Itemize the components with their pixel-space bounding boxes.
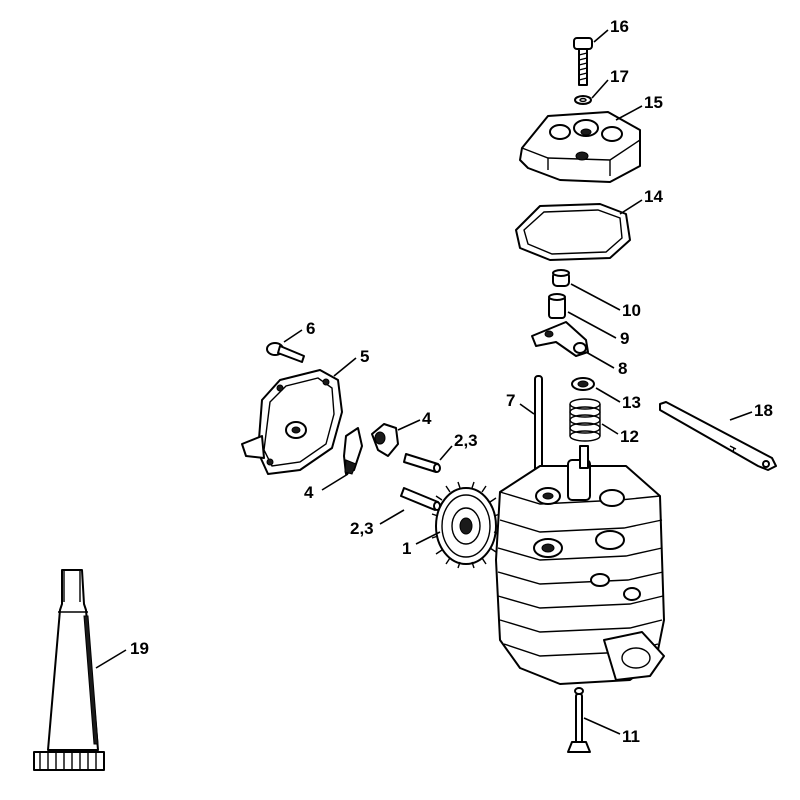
part-10-cap [552,269,570,287]
part-17-washer [574,95,592,105]
callout-18: 18 [754,401,773,420]
cylinder-head-block [495,445,665,685]
leader-1 [415,531,441,545]
callout-15: 15 [644,93,663,112]
leader-5 [333,357,357,377]
part-12-valve-spring [569,398,601,442]
part-9-tappet [548,293,566,319]
part-4-lever-left [343,427,363,475]
leader-12 [601,423,619,435]
callout-16: 16 [610,17,629,36]
leader-19 [95,649,127,669]
callout-17: 17 [610,67,629,86]
leader-15 [615,105,643,121]
part-5-cover-plate [241,369,343,475]
callout-2-3-upper: 2,3 [454,431,478,450]
leader-4a [397,419,421,431]
part-6-screw [266,342,305,363]
callout-2-3-lower: 2,3 [350,519,374,538]
callout-4-upper: 4 [422,409,432,428]
part-4-lever-right [371,423,399,457]
callout-8: 8 [618,359,627,378]
leader-10 [570,283,621,311]
callout-5: 5 [360,347,369,366]
leader-4b [321,473,349,491]
callout-13: 13 [622,393,641,412]
part-1-cam-gear [431,481,501,569]
callout-4-lower: 4 [304,483,314,502]
callout-9: 9 [620,329,629,348]
part-14-gasket [515,203,631,261]
callout-12: 12 [620,427,639,446]
part-2-3-pin-upper [403,453,441,473]
leader-11 [583,717,621,735]
leader-8 [585,351,615,369]
leader-16 [593,29,609,43]
callout-14: 14 [644,187,663,206]
callout-11: 11 [622,727,640,746]
leader-13 [595,387,621,403]
part-19-grease-tube [33,569,105,771]
leader-2-3a [439,445,453,461]
part-16-screw [573,37,593,86]
leader-9 [567,311,617,339]
part-13-spring-retainer [571,377,595,391]
callout-1: 1 [402,539,411,558]
part-15-valve-cover [519,111,641,183]
callout-7: 7 [506,391,515,410]
leader-6 [283,329,303,343]
part-7-pushrod [534,375,543,473]
leader-7 [519,403,535,415]
callout-6: 6 [306,319,315,338]
leader-2-3b [379,509,405,525]
part-2-3-pin-lower [400,487,441,511]
callout-10: 10 [622,301,641,320]
leader-18 [729,411,753,421]
part-11-valve [567,687,591,753]
leader-17 [591,79,609,99]
leader-14 [619,199,643,215]
part-18-tool [659,401,777,471]
part-8-rocker-arm [531,321,589,357]
callout-19: 19 [130,639,149,658]
